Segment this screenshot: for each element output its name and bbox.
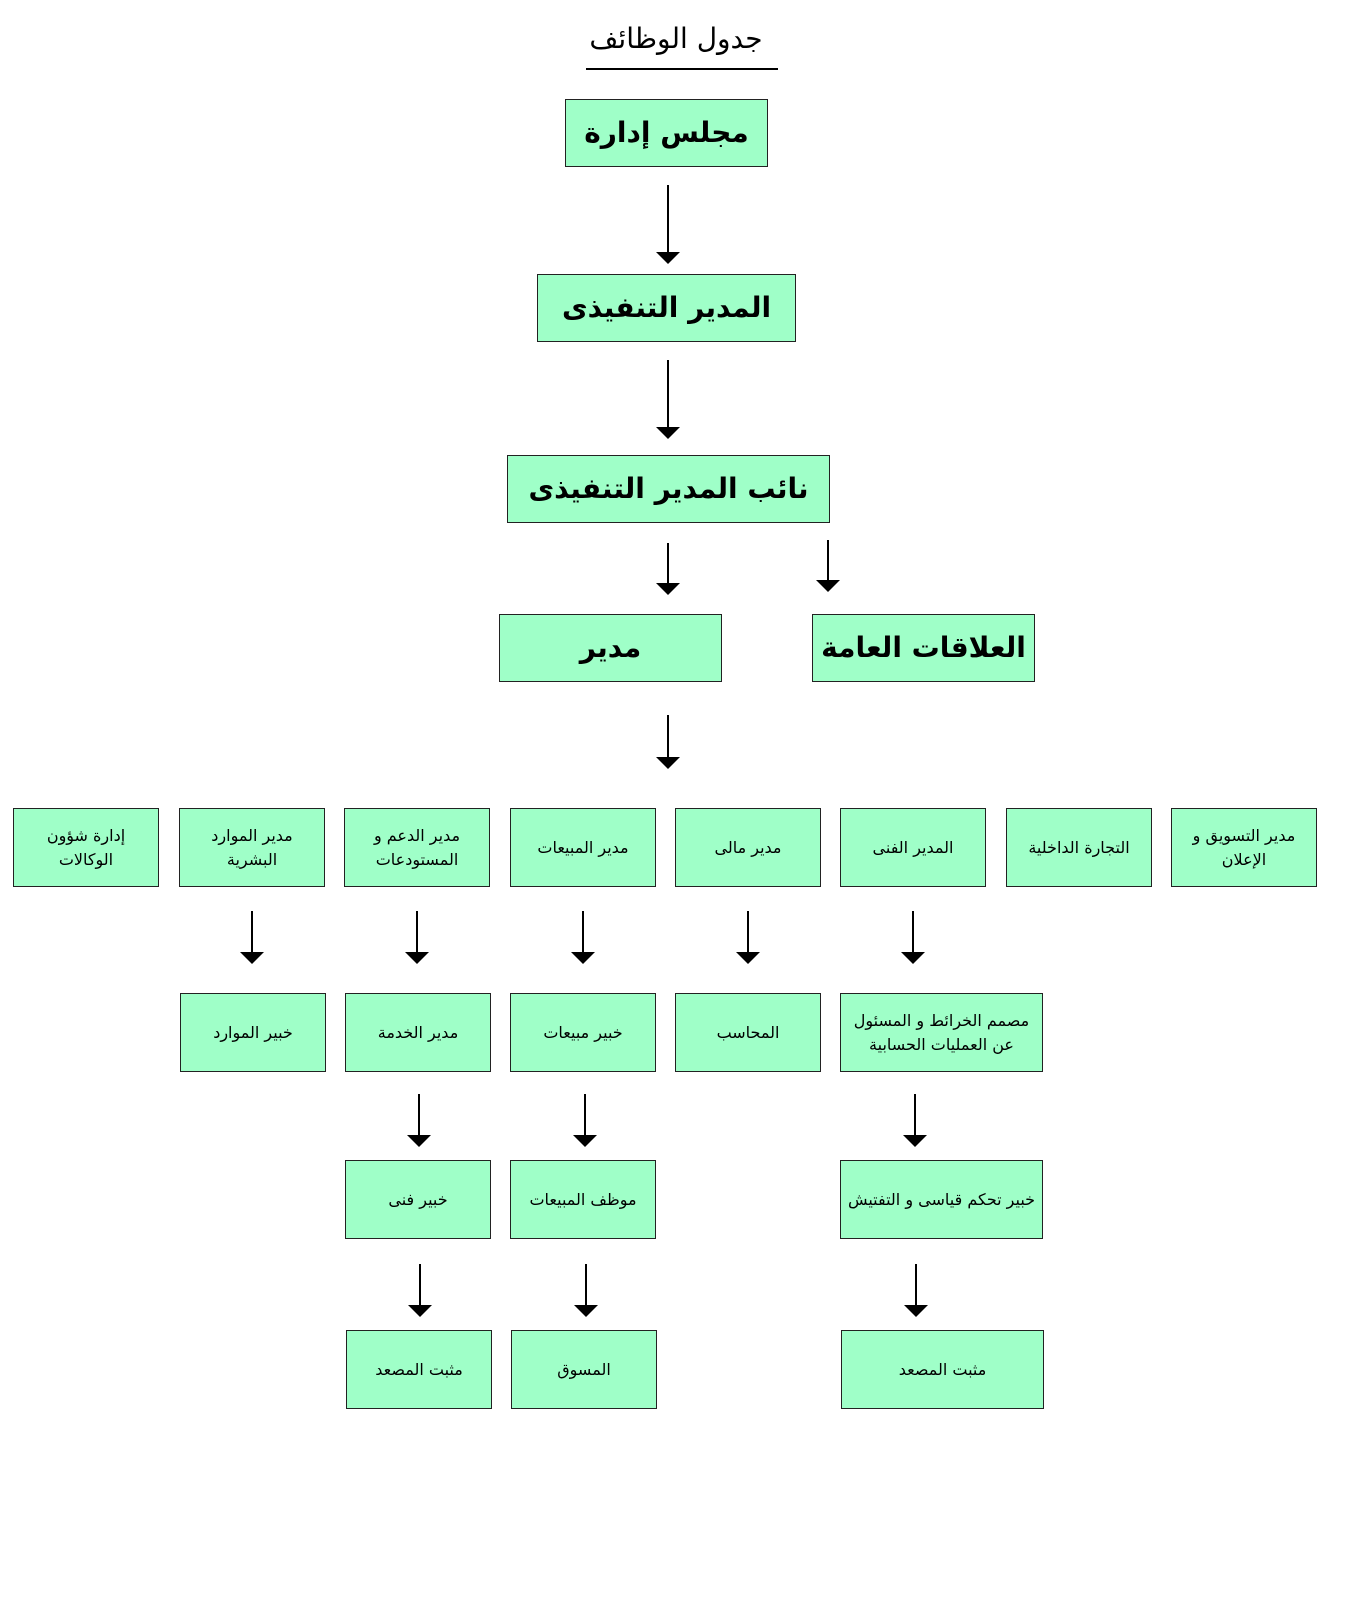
node-technical-expert: خبير فنى xyxy=(345,1160,491,1239)
node-hr-manager: مدير الموارد البشرية xyxy=(179,808,325,887)
arrow-hr-expert xyxy=(237,911,267,964)
node-marketing: مدير التسويق و الإعلان xyxy=(1171,808,1317,887)
node-manager: مدير xyxy=(499,614,722,682)
node-technical-manager: المدير الفنى xyxy=(840,808,986,887)
title-underline xyxy=(586,68,778,70)
arrow-sales-employee xyxy=(570,1094,600,1147)
arrow-manager-departments xyxy=(653,715,683,769)
chart-title: جدول الوظائف xyxy=(589,22,763,55)
arrow-service-manager xyxy=(402,911,432,964)
arrow-marketer xyxy=(571,1264,601,1317)
node-finance-manager: مدير مالى xyxy=(675,808,821,887)
arrow-ceo-deputy xyxy=(653,360,683,439)
arrow-measurement-expert xyxy=(900,1094,930,1147)
node-accountant: المحاسب xyxy=(675,993,821,1072)
node-sales-manager: مدير المبيعات xyxy=(510,808,656,887)
node-agencies: إدارة شؤون الوكالات xyxy=(13,808,159,887)
arrow-installer-right xyxy=(901,1264,931,1317)
node-map-designer: مصمم الخرائط و المسئول عن العمليات الحسا… xyxy=(840,993,1043,1072)
arrow-board-ceo xyxy=(653,185,683,264)
arrow-deputy-relations xyxy=(813,540,843,592)
arrow-installer-left xyxy=(405,1264,435,1317)
node-hr-expert: خبير الموارد xyxy=(180,993,326,1072)
node-internal-trade: التجارة الداخلية xyxy=(1006,808,1152,887)
node-support-manager: مدير الدعم و المستودعات xyxy=(344,808,490,887)
node-installer-left: مثبت المصعد xyxy=(346,1330,492,1409)
node-board: مجلس إدارة xyxy=(565,99,768,167)
node-installer-right: مثبت المصعد xyxy=(841,1330,1044,1409)
arrow-technical-expert xyxy=(404,1094,434,1147)
node-service-manager: مدير الخدمة xyxy=(345,993,491,1072)
node-ceo: المدير التنفيذى xyxy=(537,274,796,342)
arrow-sales-expert xyxy=(568,911,598,964)
arrow-accountant xyxy=(733,911,763,964)
arrow-deputy-manager xyxy=(653,543,683,595)
node-public-relations: العلاقات العامة xyxy=(812,614,1035,682)
node-sales-expert: خبير مبيعات xyxy=(510,993,656,1072)
node-deputy-ceo: نائب المدير التنفيذى xyxy=(507,455,830,523)
node-sales-employee: موظف المبيعات xyxy=(510,1160,656,1239)
node-marketer: المسوق xyxy=(511,1330,657,1409)
node-measurement-expert: خبير تحكم قياسى و التفتيش xyxy=(840,1160,1043,1239)
arrow-map-designer xyxy=(898,911,928,964)
